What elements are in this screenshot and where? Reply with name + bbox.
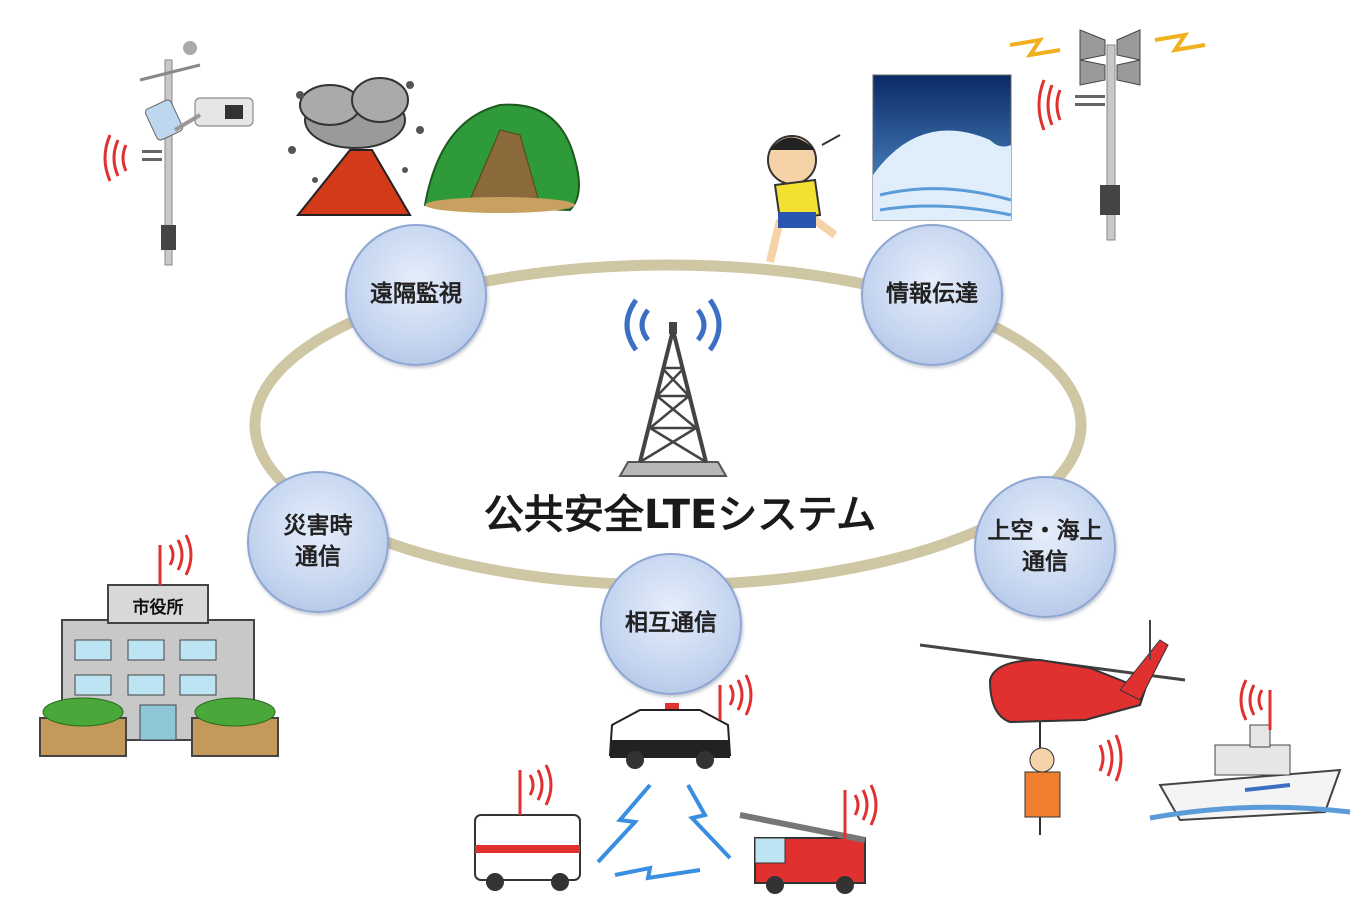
node-remote-monitoring-label: 遠隔監視 [370, 281, 462, 308]
evacuating-person-icon [766, 134, 841, 263]
police-car-icon [608, 674, 753, 769]
ambulance-icon [474, 764, 581, 891]
weather-station-icon [103, 41, 254, 266]
node-air-sea-communication: 上空・海上 通信 [974, 476, 1116, 618]
base-station-tower-icon [618, 298, 728, 477]
system-title: 公共安全LTEシステム [483, 492, 877, 538]
landslide-icon [423, 103, 580, 213]
node-information-transmission-label: 情報伝達 [886, 281, 978, 308]
city-hall-icon [39, 534, 279, 757]
lightning-links [596, 783, 732, 881]
node-mutual-communication-label: 相互通信 [625, 610, 717, 637]
city-hall-label: 市役所 [132, 598, 184, 618]
node-disaster-communication-label: 災害時 通信 [283, 512, 353, 570]
node-information-transmission: 情報伝達 [861, 224, 1003, 366]
node-mutual-communication: 相互通信 [600, 553, 742, 695]
patrol-ship-icon [1149, 679, 1351, 822]
node-air-sea-communication-label: 上空・海上 通信 [987, 517, 1103, 575]
volcano-icon [288, 77, 424, 216]
node-remote-monitoring: 遠隔監視 [345, 224, 487, 366]
loudspeaker-pole-icon [1009, 29, 1206, 241]
helicopter-icon [919, 620, 1186, 835]
node-disaster-communication: 災害時 通信 [247, 471, 389, 613]
fire-truck-icon [739, 784, 878, 894]
tsunami-icon [872, 74, 1012, 221]
